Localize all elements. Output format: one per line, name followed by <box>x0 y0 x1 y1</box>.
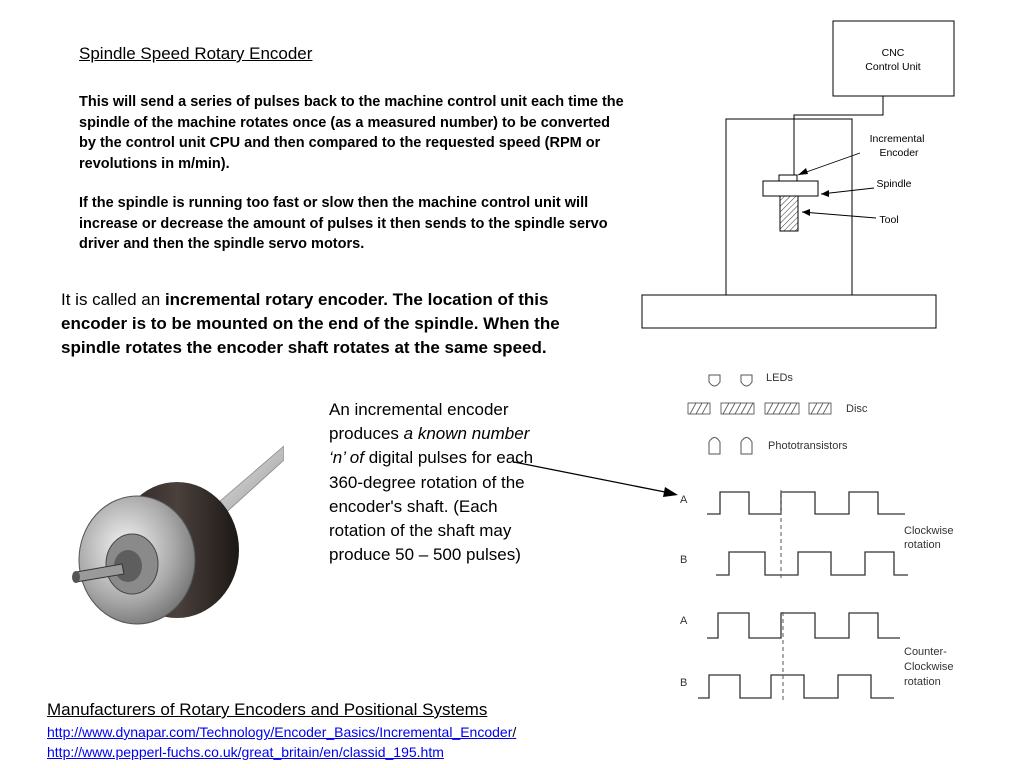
machine-base <box>642 295 936 328</box>
ccw-waveform-b <box>698 675 894 698</box>
encoder-explanation-prefix: It is called an <box>61 290 165 309</box>
tool-label: Tool <box>879 214 898 226</box>
tool-block <box>780 196 798 231</box>
ccw-label-1: Counter- <box>904 646 947 658</box>
encoder-explanation: It is called an incremental rotary encod… <box>61 288 601 360</box>
ccw-label-3: rotation <box>904 676 941 688</box>
pulse-explanation: An incremental encoder produces a known … <box>329 398 534 567</box>
cw-channel-a-label: A <box>680 494 688 506</box>
ccw-channel-a-label: A <box>680 615 688 627</box>
encoder-label: Encoder <box>879 147 919 159</box>
spindle-block <box>763 181 818 196</box>
spindle-label: Spindle <box>876 178 911 190</box>
cnc-label: CNC <box>882 47 905 59</box>
cw-waveform-a <box>707 492 905 514</box>
dynapar-link[interactable]: http://www.dynapar.com/Technology/Encode… <box>47 724 512 740</box>
rotary-encoder-photo <box>62 438 284 638</box>
pepperl-fuchs-link[interactable]: http://www.pepperl-fuchs.co.uk/great_bri… <box>47 744 444 760</box>
slide-title: Spindle Speed Rotary Encoder <box>79 44 312 64</box>
dynapar-link-row: http://www.dynapar.com/Technology/Encode… <box>47 724 516 740</box>
description-paragraph-1: This will send a series of pulses back t… <box>79 92 624 174</box>
incremental-label: Incremental <box>870 133 925 145</box>
cw-channel-b-label: B <box>680 554 687 566</box>
phototransistors-label: Phototransistors <box>768 440 848 452</box>
pointer-arrow <box>510 455 685 505</box>
cnc-machine-diagram: CNC Control Unit Incremental Encoder Spi… <box>640 18 960 333</box>
clockwise-label-2: rotation <box>904 539 941 551</box>
ccw-channel-b-label: B <box>680 677 687 689</box>
description-paragraph-2: If the spindle is running too fast or sl… <box>79 193 624 255</box>
encoder-block <box>779 175 797 181</box>
dynapar-link-suffix: / <box>512 724 516 740</box>
led-icons <box>709 375 752 386</box>
disc-hatching <box>690 403 829 414</box>
ccw-label-2: Clockwise <box>904 661 954 673</box>
ccw-waveform-a <box>707 613 900 638</box>
manufacturers-heading: Manufacturers of Rotary Encoders and Pos… <box>47 700 487 720</box>
cw-waveform-b <box>716 552 908 575</box>
disc-label: Disc <box>846 403 868 415</box>
disc-slots <box>688 403 831 414</box>
phototransistor-icons <box>709 438 752 455</box>
control-unit-label: Control Unit <box>865 61 921 73</box>
clockwise-label-1: Clockwise <box>904 525 954 537</box>
leds-label: LEDs <box>766 372 793 384</box>
quadrature-signal-diagram: LEDs Disc Phototransistors A B Clockwise… <box>672 362 972 702</box>
